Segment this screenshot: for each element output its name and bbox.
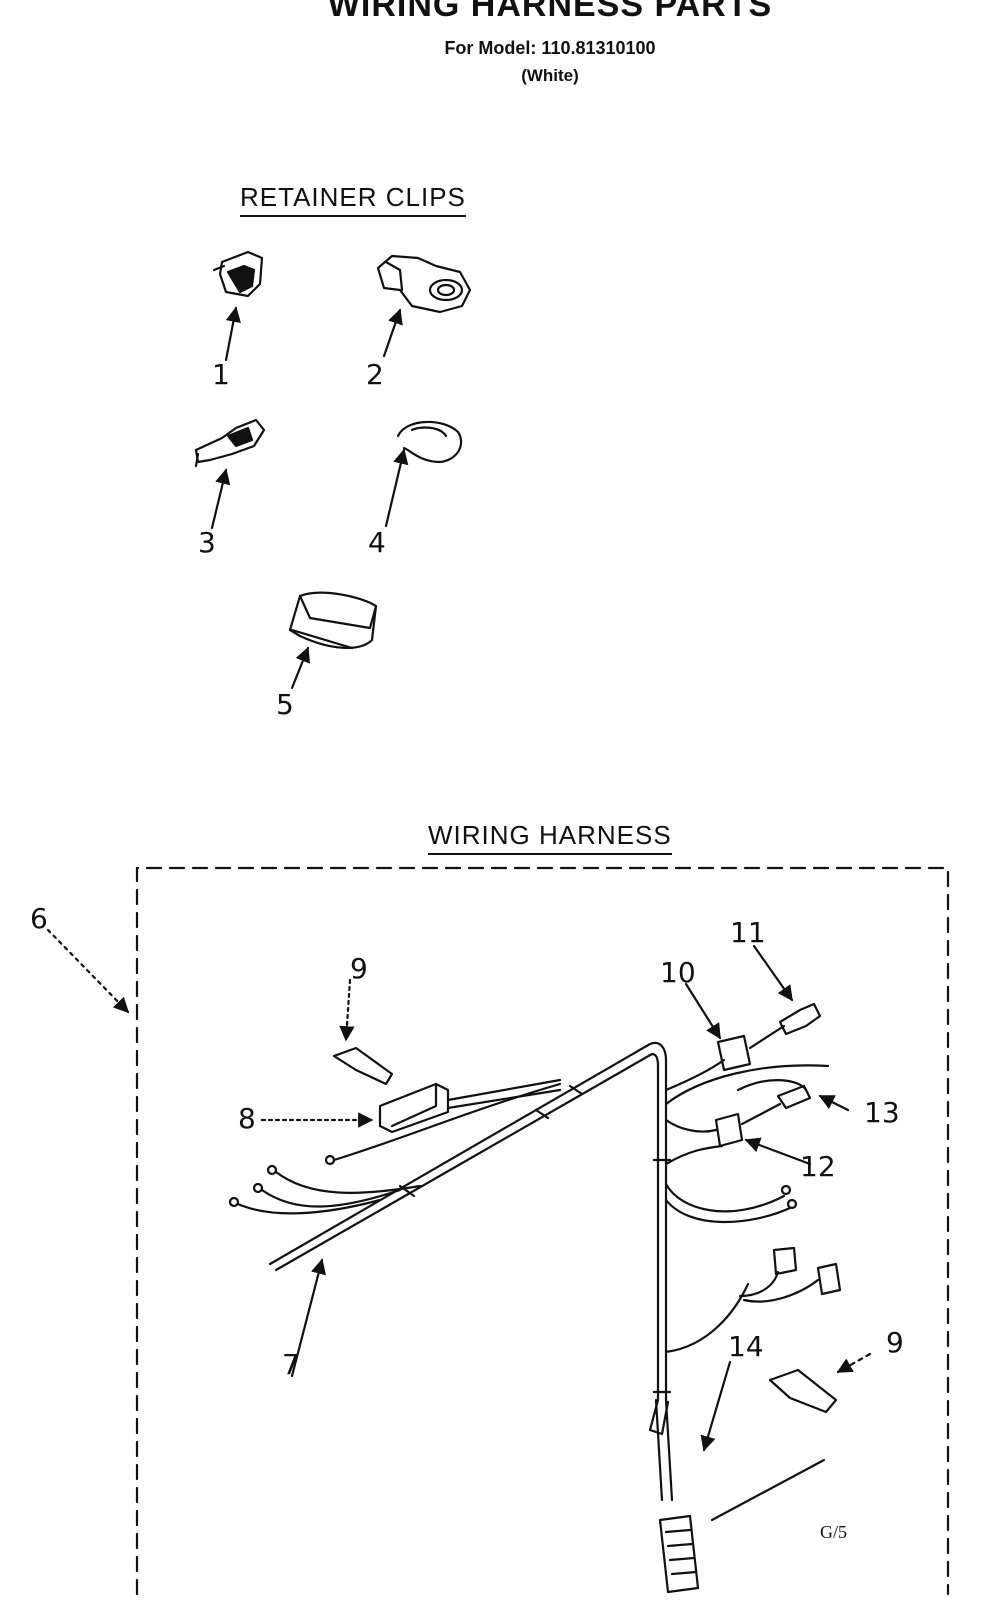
retainer-clip-2 [376,254,472,314]
retainer-clip-1 [212,250,264,298]
callout-5: 5 [276,688,294,721]
callout-1: 1 [212,358,230,391]
callout-2: 2 [366,358,384,391]
retainer-clip-4 [396,420,463,464]
callout-9-bottom: 9 [886,1326,904,1359]
retainer-clips-heading: RETAINER CLIPS [240,182,466,217]
retainer-clip-5 [288,591,378,650]
model-color: (White) [521,66,579,85]
callout-13: 13 [864,1096,900,1129]
callout-8: 8 [238,1102,256,1135]
drawing-code: G/5 [820,1522,847,1542]
callout-6: 6 [30,902,48,935]
callout-12: 12 [800,1150,836,1183]
callout-10: 10 [660,956,696,989]
callout-7: 7 [282,1348,300,1381]
callout-9-top: 9 [350,952,368,985]
page-title: WIRING HARNESS PARTS [327,0,773,24]
callout-14: 14 [728,1330,764,1363]
callout-4: 4 [368,526,386,559]
wiring-harness-heading: WIRING HARNESS [428,820,672,855]
retainer-clip-3 [194,418,266,468]
harness-frame [135,866,950,1596]
wiring-harness [228,1002,842,1594]
model-number: For Model: 110.81310100 [444,38,656,58]
callout-3: 3 [198,526,216,559]
callout-11: 11 [730,916,766,949]
